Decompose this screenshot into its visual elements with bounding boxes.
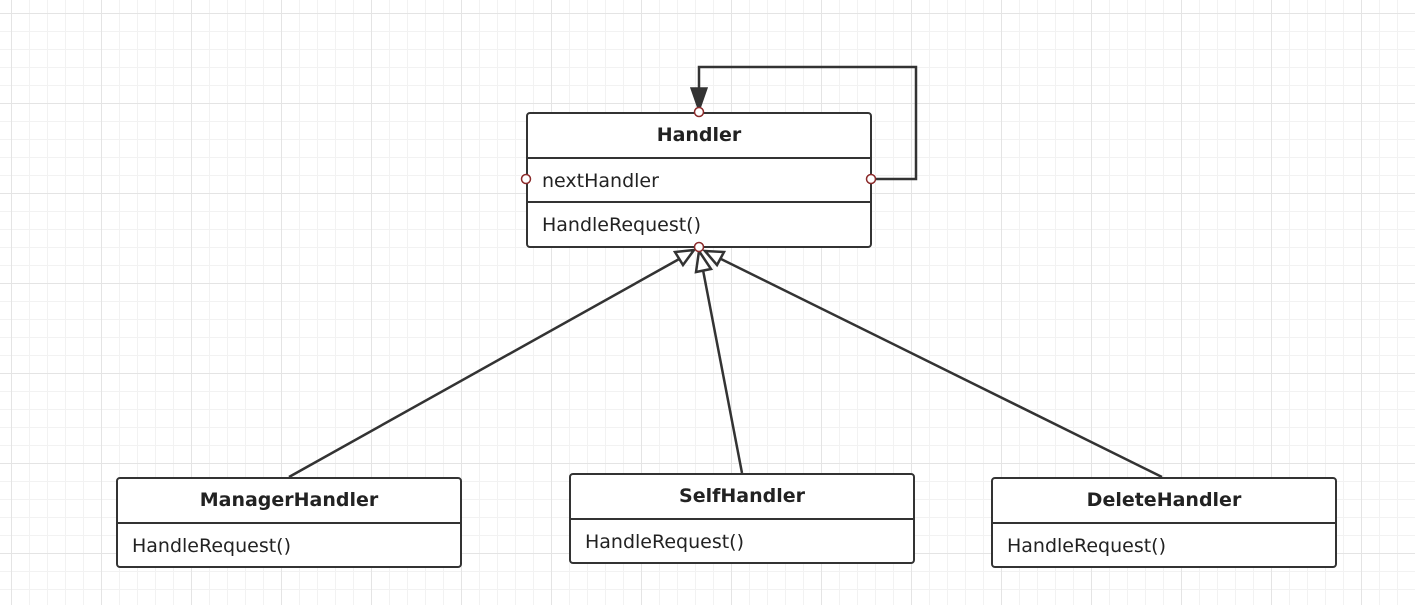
connection-point-bottom[interactable] <box>693 241 705 253</box>
class-manager-handler-name: ManagerHandler <box>118 479 460 524</box>
connection-point-top[interactable] <box>693 106 705 118</box>
generalization-arrowhead-self <box>694 247 714 274</box>
class-delete-handler[interactable]: DeleteHandler HandleRequest() <box>991 477 1337 568</box>
class-manager-handler[interactable]: ManagerHandler HandleRequest() <box>116 477 462 568</box>
class-delete-handler-method: HandleRequest() <box>1007 535 1167 557</box>
class-self-handler-method: HandleRequest() <box>585 531 745 553</box>
generalization-arrowhead-delete <box>702 249 727 268</box>
generalization-line-manager[interactable] <box>288 256 682 479</box>
connection-point-right[interactable] <box>865 173 877 185</box>
association-arrowhead <box>689 87 709 114</box>
generalization-line-self[interactable] <box>701 269 744 474</box>
class-self-handler-name: SelfHandler <box>571 475 913 520</box>
self-association-line[interactable] <box>697 65 918 181</box>
class-self-handler[interactable]: SelfHandler HandleRequest() <box>569 473 915 564</box>
class-handler-attribute: nextHandler <box>528 159 870 203</box>
class-delete-handler-name: DeleteHandler <box>993 479 1335 524</box>
generalization-arrowhead-manager <box>672 248 697 268</box>
connection-point-left[interactable] <box>520 173 532 185</box>
generalization-line-delete[interactable] <box>718 256 1163 479</box>
class-manager-handler-method: HandleRequest() <box>132 535 292 557</box>
class-handler-method: HandleRequest() <box>542 214 702 236</box>
class-handler[interactable]: Handler nextHandler HandleRequest() <box>526 112 872 248</box>
class-handler-name: Handler <box>528 114 870 159</box>
